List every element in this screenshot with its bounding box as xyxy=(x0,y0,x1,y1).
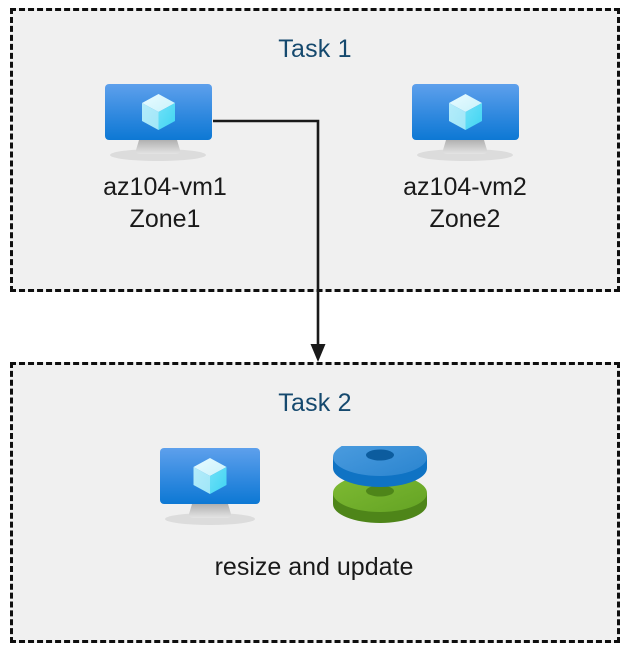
azure-virtual-machine-icon xyxy=(105,84,212,161)
node-task2-vm[interactable] xyxy=(155,446,265,530)
node-label-az104-vm2: az104-vm2 Zone2 xyxy=(403,173,527,233)
azure-virtual-machine-icon xyxy=(412,84,519,161)
node-az104-vm1[interactable]: az104-vm1 Zone1 xyxy=(50,82,280,236)
task-1-title: Task 1 xyxy=(278,35,352,63)
azure-virtual-machine-icon xyxy=(160,448,260,525)
node-label-az104-vm1: az104-vm1 Zone1 xyxy=(103,173,227,233)
task-2-title: Task 2 xyxy=(278,389,352,417)
arrowhead-down-icon xyxy=(310,344,326,362)
azure-managed-disks-icon xyxy=(333,446,427,523)
task-2-container: Task 2 xyxy=(10,362,620,643)
node-managed-disks[interactable] xyxy=(330,446,430,530)
task-2-caption: resize and update xyxy=(214,553,414,581)
node-az104-vm2[interactable]: az104-vm2 Zone2 xyxy=(350,82,580,236)
